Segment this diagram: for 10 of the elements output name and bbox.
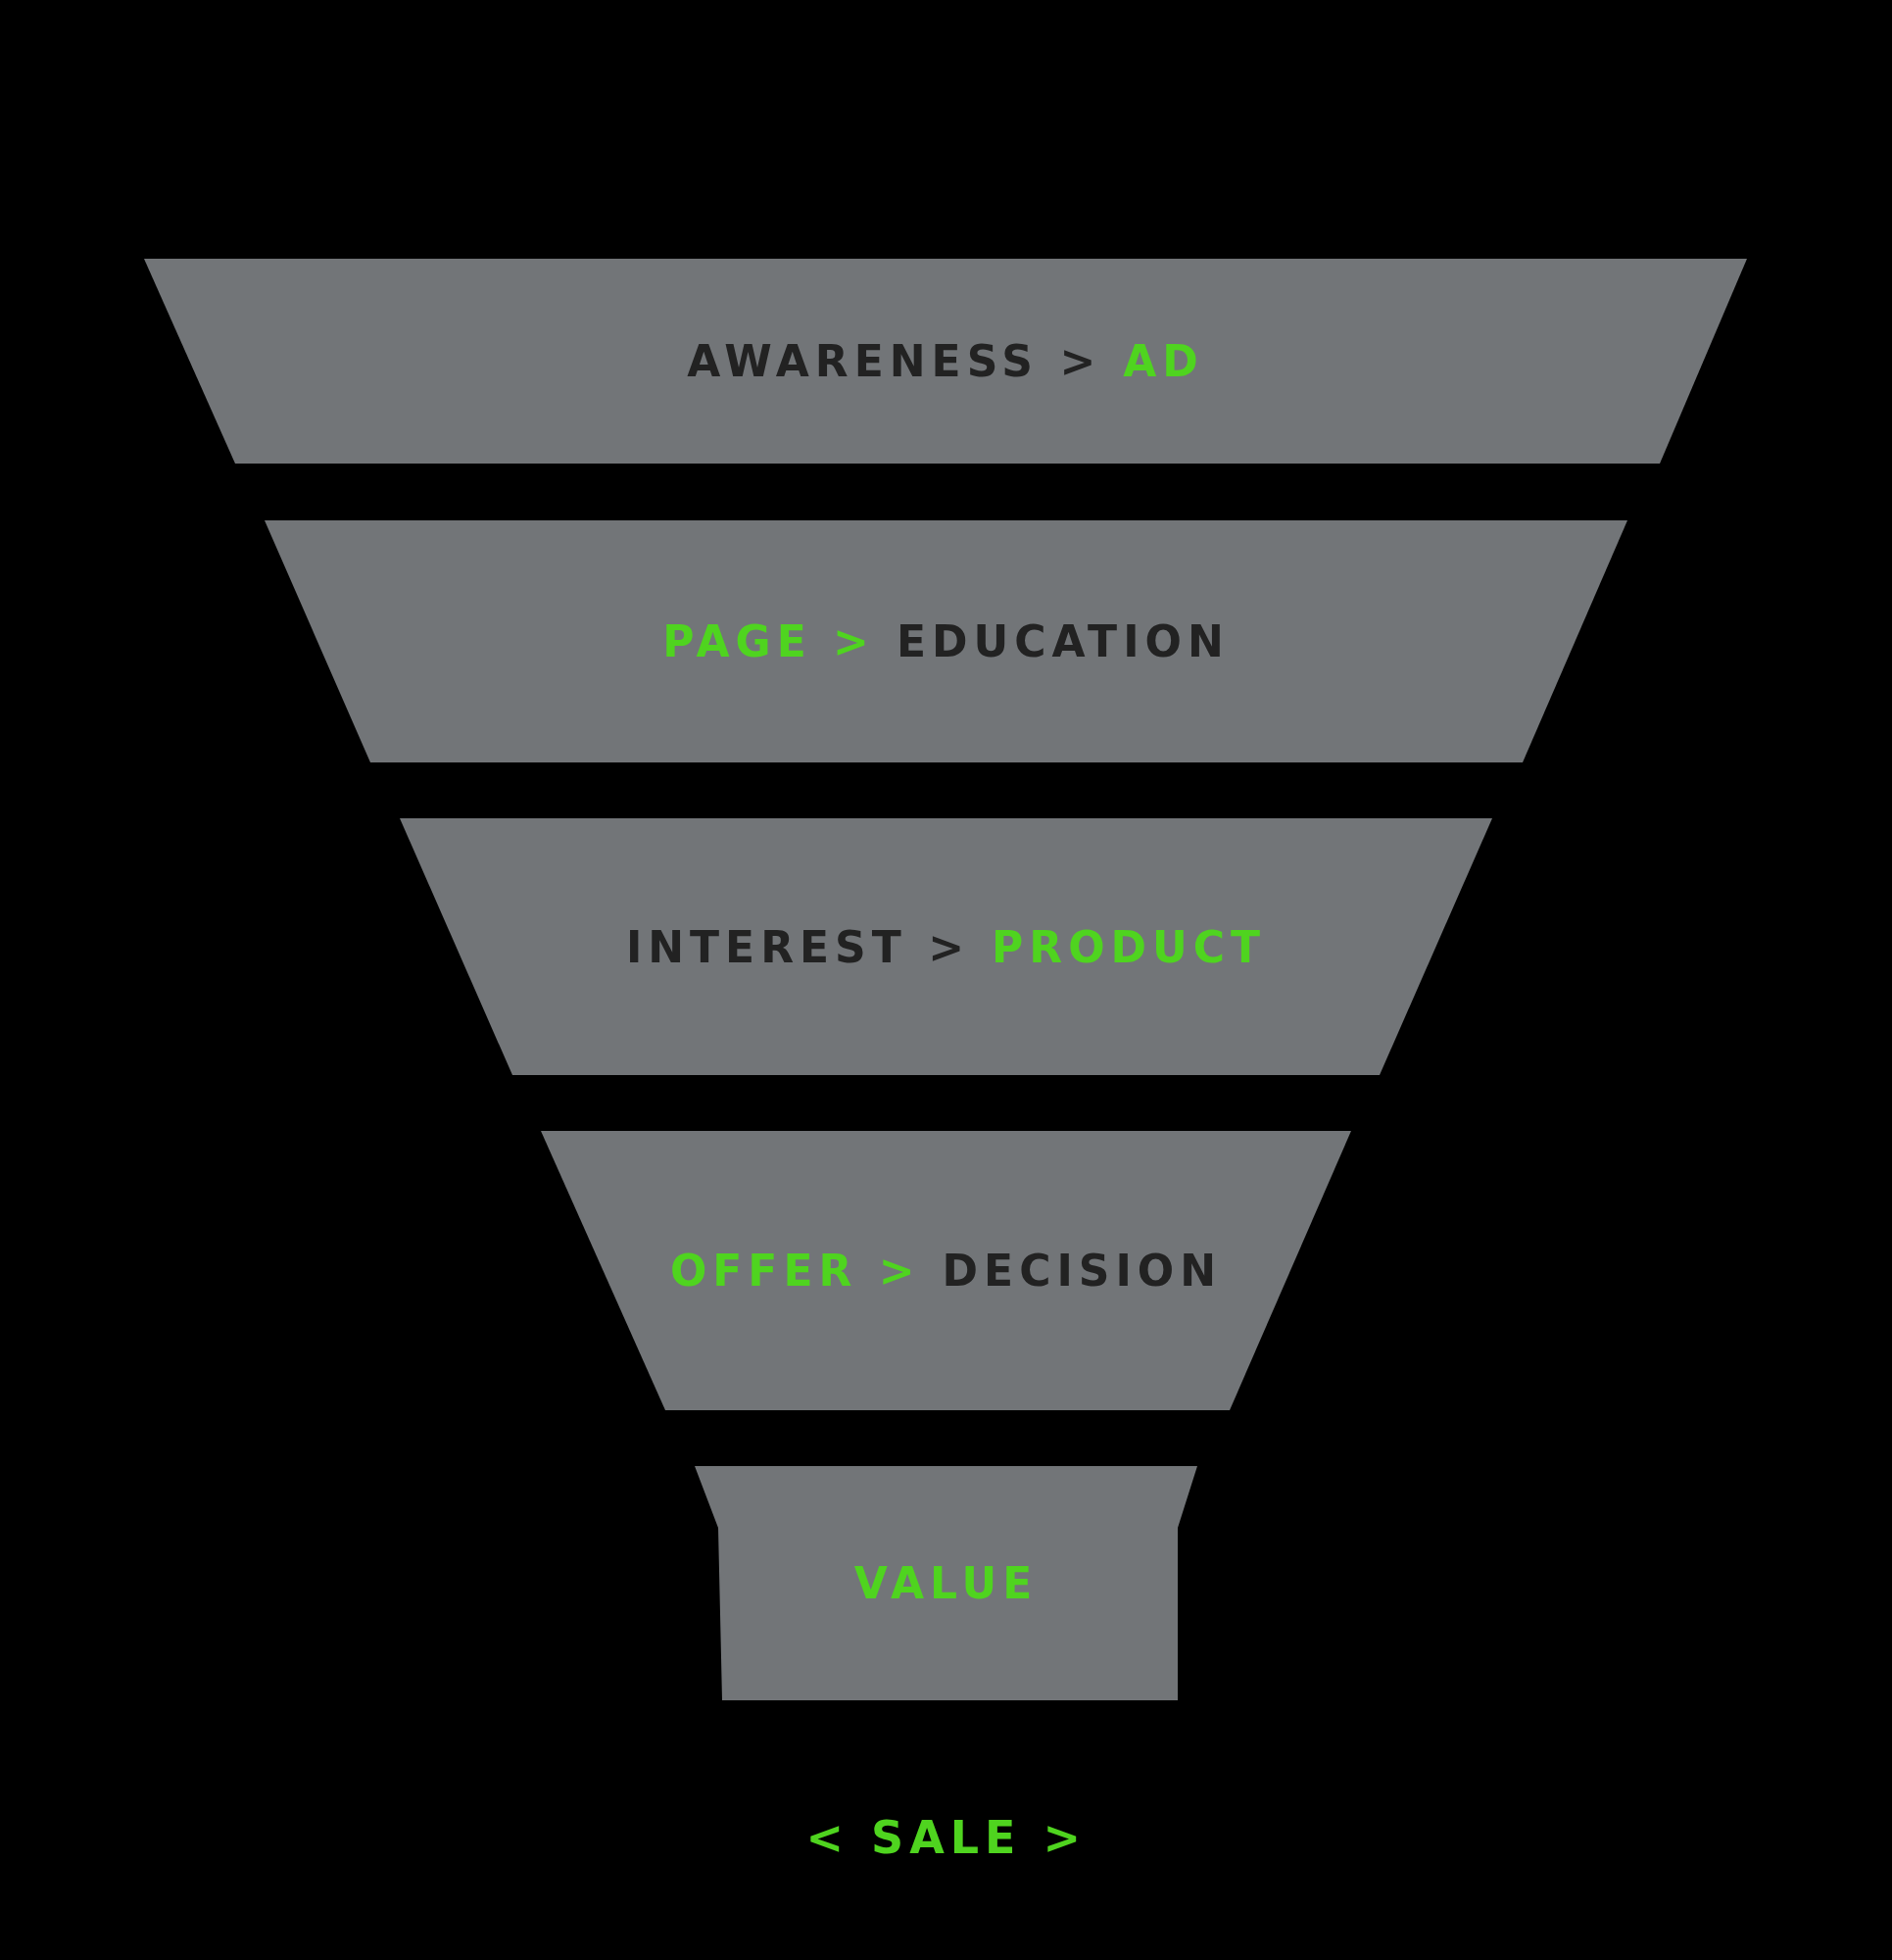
stage-label: EDUCATION: [896, 616, 1230, 666]
stage-label: AWARENESS >: [687, 336, 1102, 386]
stage-label: PAGE >: [662, 616, 875, 666]
stage-label: OFFER >: [669, 1246, 921, 1296]
outcome-label: < SALE >: [805, 1811, 1088, 1864]
stage-label: VALUE: [853, 1558, 1039, 1608]
stage-label: DECISION: [942, 1246, 1223, 1296]
stage-label: INTEREST >: [625, 921, 970, 972]
stage-label: AD: [1123, 336, 1204, 386]
stage-label: PRODUCT: [992, 921, 1267, 972]
